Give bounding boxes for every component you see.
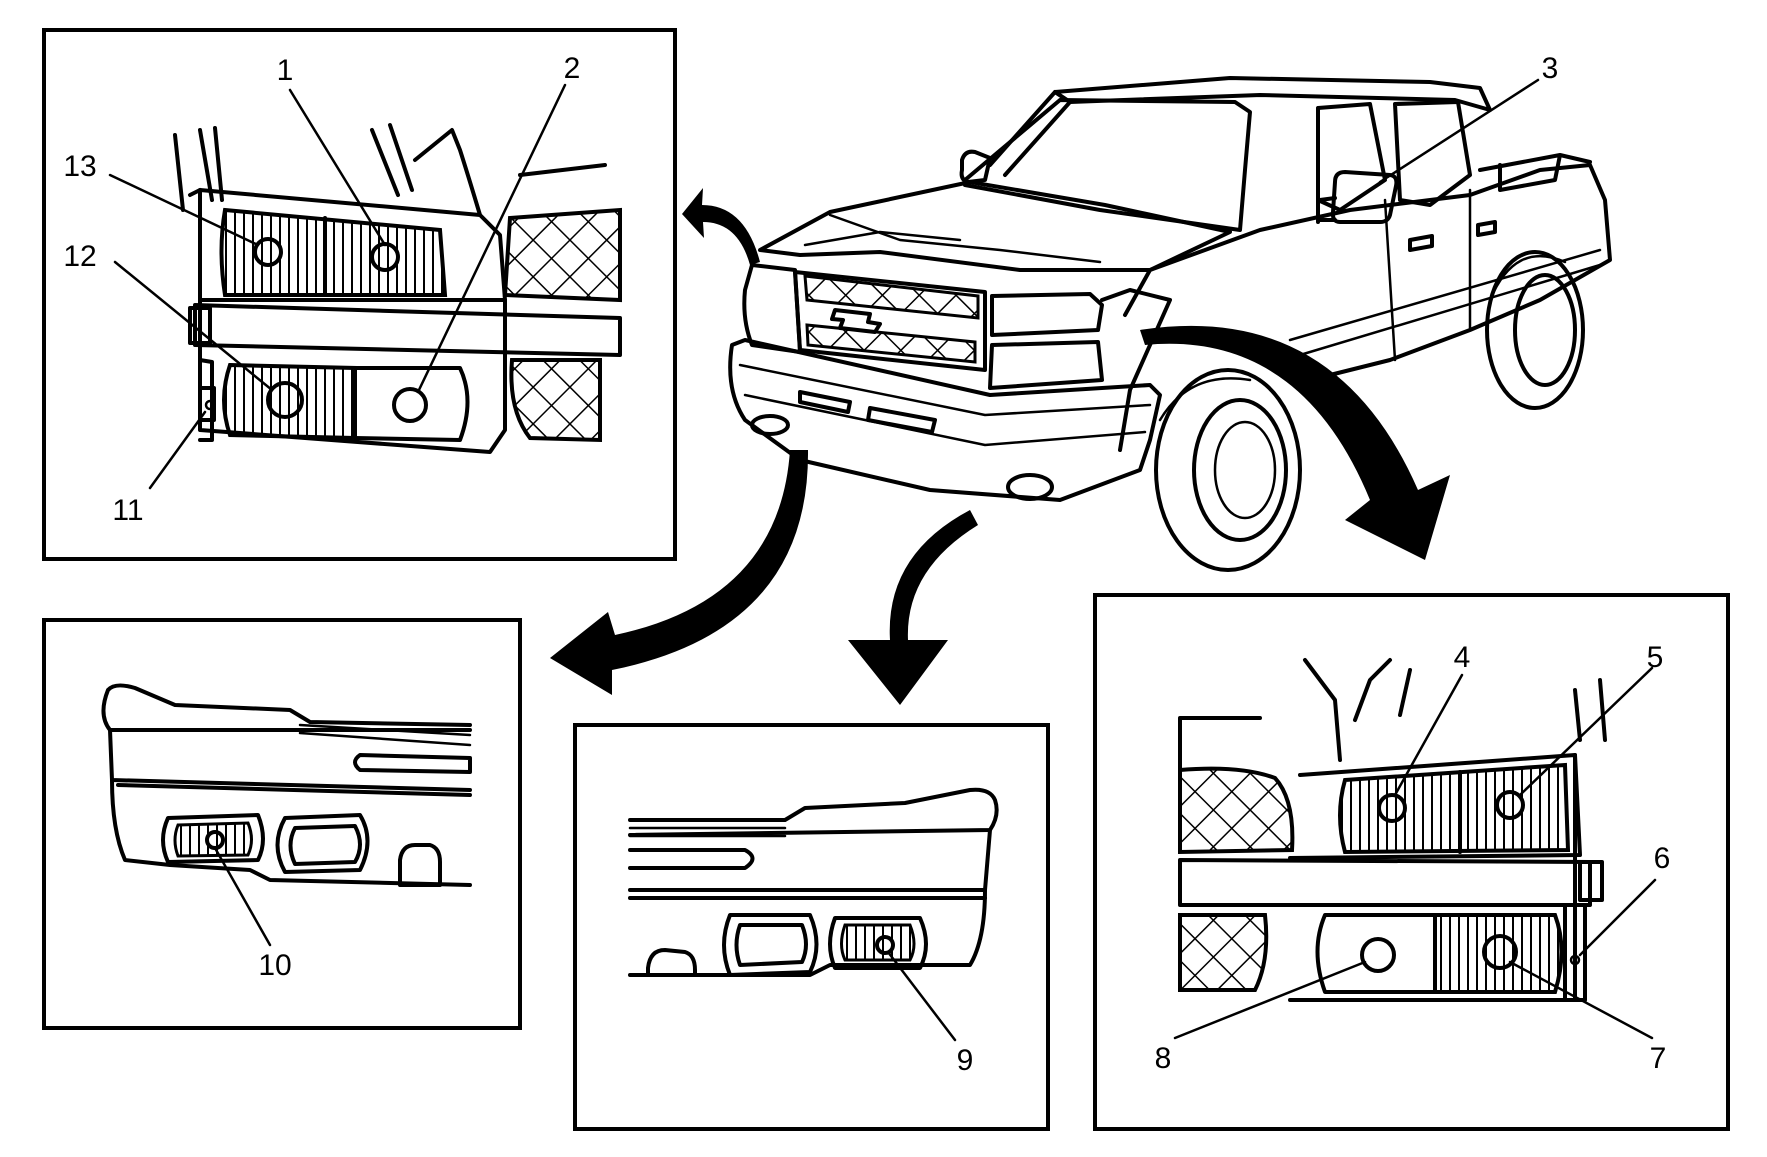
callout-3: 3 <box>1542 52 1559 85</box>
callout-4: 4 <box>1454 641 1471 674</box>
callout-12: 12 <box>63 240 96 273</box>
arrow-to-bottom-right <box>1140 325 1450 560</box>
detail-right-bumper-lamp: 9 <box>573 723 1050 1131</box>
callout-6: 6 <box>1654 842 1671 875</box>
callout-8: 8 <box>1155 1042 1172 1075</box>
arrow-to-bottom-left <box>550 450 809 695</box>
callout-11: 11 <box>112 494 143 527</box>
detail-right-front-lamps: 4 5 6 7 8 <box>1093 593 1730 1131</box>
callout-7: 7 <box>1650 1042 1667 1075</box>
callout-5: 5 <box>1647 641 1664 674</box>
detail-left-front-lamps: 1 2 13 12 11 <box>42 28 677 561</box>
callout-9: 9 <box>957 1044 974 1077</box>
detail-left-bumper-lamp: 10 <box>42 618 522 1030</box>
callout-1: 1 <box>277 54 294 87</box>
callout-13: 13 <box>63 150 96 183</box>
callout-2: 2 <box>564 52 581 85</box>
callout-3-group: 3 <box>1378 52 1559 184</box>
pickup-truck-illustration <box>728 76 1612 572</box>
callout-10: 10 <box>258 949 291 982</box>
arrow-to-top-left <box>682 188 760 265</box>
zoom-arrows <box>550 188 1450 705</box>
arrow-to-bottom-middle <box>848 510 978 705</box>
